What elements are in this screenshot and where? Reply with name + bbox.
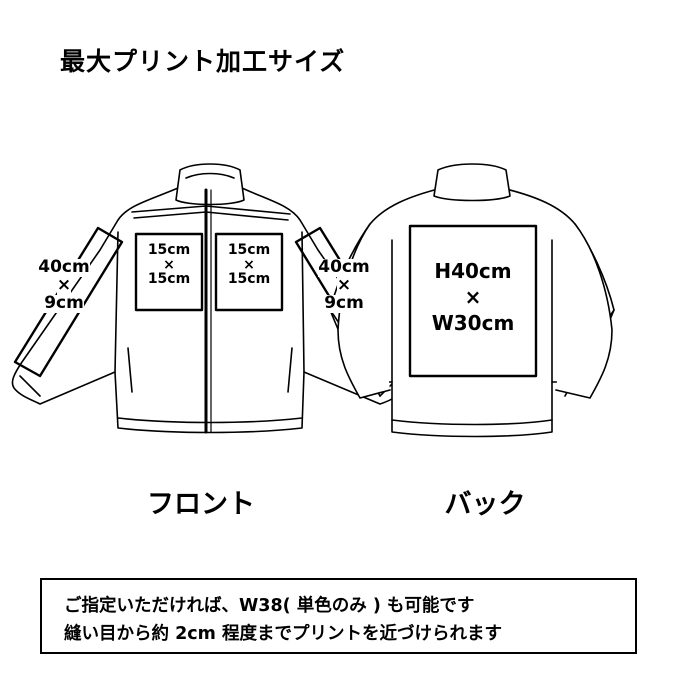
front-chest-left-print-area [134, 232, 204, 312]
note-line-2: 縫い目から約 2cm 程度までプリントを近づけられます [64, 624, 502, 644]
front-caption: フロント [147, 489, 255, 520]
note-box: ご指定いただければ、W38( 単色のみ ) も可能です 縫い目から約 2cm 程… [40, 578, 637, 654]
front-chest-left-label: 15cm × 15cm [147, 242, 191, 288]
front-chest-right-label: 15cm × 15cm [227, 242, 271, 288]
back-jacket-drawing [329, 163, 615, 438]
back-area-label: H40cm × W30cm [431, 259, 515, 335]
front-sleeve-left-print-area [13, 226, 124, 378]
back-caption: バック [444, 489, 526, 520]
back-print-area [408, 224, 538, 378]
front-sleeve-right-label: 40cm × 9cm [318, 257, 370, 313]
note-line-1: ご指定いただければ、W38( 単色のみ ) も可能です [64, 596, 475, 616]
back-jacket-collar [433, 163, 511, 202]
front-chest-right-print-area [214, 232, 284, 312]
page-title: 最大プリント加工サイズ [60, 47, 346, 76]
front-sleeve-left-label: 40cm × 9cm [38, 257, 90, 313]
front-jacket-collar [175, 163, 245, 206]
